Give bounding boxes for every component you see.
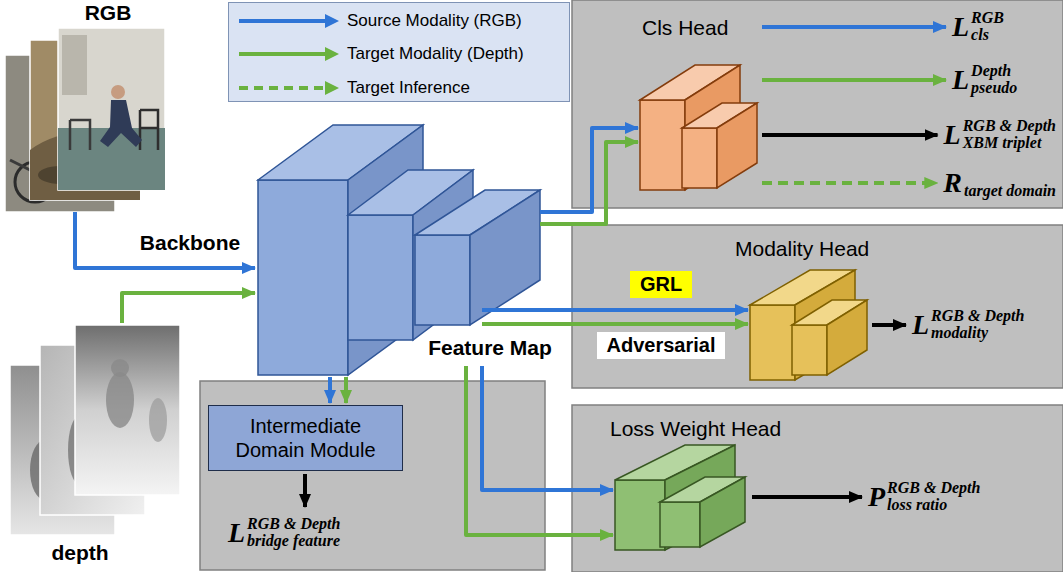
legend-sample xyxy=(237,11,339,31)
legend-arrowhead xyxy=(325,14,339,28)
legend-text: Source Modality (RGB) xyxy=(347,11,522,31)
legend-line xyxy=(239,19,327,23)
modality-head-panel: Modality HeadGRL Adversarial xyxy=(572,225,1063,388)
legend-row: Source Modality (RGB) xyxy=(237,11,522,31)
superscript: RGB & Depth xyxy=(247,516,340,533)
subscript: XBM triplet xyxy=(963,135,1056,152)
legend-sample xyxy=(237,78,339,98)
legend-row: Target Modality (Depth) xyxy=(237,44,524,64)
legend-line xyxy=(239,52,327,56)
legend-box: Source Modality (RGB) Target Modality (De… xyxy=(228,2,570,102)
script-stack: RGBcls xyxy=(971,10,1004,44)
panel-title: Loss Weight Head xyxy=(610,417,781,441)
rgb-frames xyxy=(5,28,165,212)
subscript: modality xyxy=(931,325,1024,342)
script-stack: RGB & Depthloss ratio xyxy=(887,480,980,514)
legend-sample xyxy=(237,44,339,64)
panel-title: Cls Head xyxy=(642,16,728,40)
modality-label: depth xyxy=(51,541,108,565)
loss-arrow xyxy=(762,181,937,185)
grl-tag: GRL xyxy=(630,271,692,298)
superscript: RGB & Depth xyxy=(931,308,1024,325)
loss-arrow xyxy=(762,25,946,29)
loss-term: LDepthpseudo xyxy=(952,63,1017,97)
loss-term: PRGB & Depthloss ratio xyxy=(868,480,980,514)
loss-arrow xyxy=(762,133,938,137)
tag-text: Adversarial xyxy=(607,332,716,359)
superscript: RGB & Depth xyxy=(963,118,1056,135)
loss-term: Rtarget domain xyxy=(943,166,1056,200)
adversarial-tag: Adversarial xyxy=(597,332,726,359)
module-title: Intermediate Domain Module xyxy=(217,414,394,462)
subscript: target domain xyxy=(964,183,1056,200)
loss-term: LRGBcls xyxy=(952,10,1004,44)
panel-ground-rect xyxy=(572,225,1063,388)
tag-text: GRL xyxy=(640,271,682,298)
loss-symbol: R xyxy=(943,167,962,199)
loss-symbol: L xyxy=(952,64,969,96)
cls-head-block xyxy=(640,65,757,190)
loss-arrow xyxy=(872,323,906,327)
loss-symbol: L xyxy=(912,309,929,341)
script-stack: Depthpseudo xyxy=(971,63,1017,97)
module-panel xyxy=(200,381,545,570)
superscript: RGB & Depth xyxy=(887,480,980,497)
subscript: bridge feature xyxy=(247,533,340,550)
modality-head-block xyxy=(750,270,867,380)
loss-arrow xyxy=(762,78,946,82)
subscript: pseudo xyxy=(971,80,1017,97)
loss-term: LRGB & Depthbridge feature xyxy=(228,516,340,550)
loss-symbol: L xyxy=(944,119,961,151)
subscript: loss ratio xyxy=(887,497,980,514)
depth-frames xyxy=(10,325,180,535)
superscript: Depth xyxy=(971,63,1017,80)
subscript: cls xyxy=(971,27,1004,44)
superscript: RGB xyxy=(971,10,1004,27)
legend-arrowhead xyxy=(325,47,339,61)
cls-head-panel: Cls Head xyxy=(572,0,1063,208)
panel-ground-rect xyxy=(572,0,1063,208)
legend-text: Target Inference xyxy=(347,78,470,98)
loss-symbol: P xyxy=(868,481,885,513)
panel-title: Modality Head xyxy=(735,237,869,261)
script-stack: RGB & Depthmodality xyxy=(931,308,1024,342)
legend-line xyxy=(239,86,327,90)
legend-arrowhead xyxy=(325,81,339,95)
legend-row: Target Inference xyxy=(237,78,470,98)
script-stack: target domain xyxy=(964,166,1056,200)
modality-label: RGB xyxy=(85,1,132,25)
legend-text: Target Modality (Depth) xyxy=(347,44,524,64)
script-spacer xyxy=(964,166,1056,183)
loss-weight-head-block xyxy=(615,445,745,550)
panel-ground-rect xyxy=(572,405,1063,572)
script-stack: RGB & DepthXBM triplet xyxy=(963,118,1056,152)
script-stack: RGB & Depthbridge feature xyxy=(247,516,340,550)
loss-term: LRGB & Depthmodality xyxy=(912,308,1024,342)
loss-term: LRGB & DepthXBM triplet xyxy=(944,118,1056,152)
module-box: Intermediate Domain Module xyxy=(208,405,403,471)
loss-symbol: L xyxy=(228,517,245,549)
loss-symbol: L xyxy=(952,11,969,43)
loss-arrow xyxy=(752,495,862,499)
flow-arrows xyxy=(75,128,748,535)
loss-weight-head-panel: Loss Weight Head xyxy=(572,405,1063,572)
feature-map-label: Feature Map xyxy=(428,336,552,360)
backbone-label: Backbone xyxy=(140,231,240,255)
